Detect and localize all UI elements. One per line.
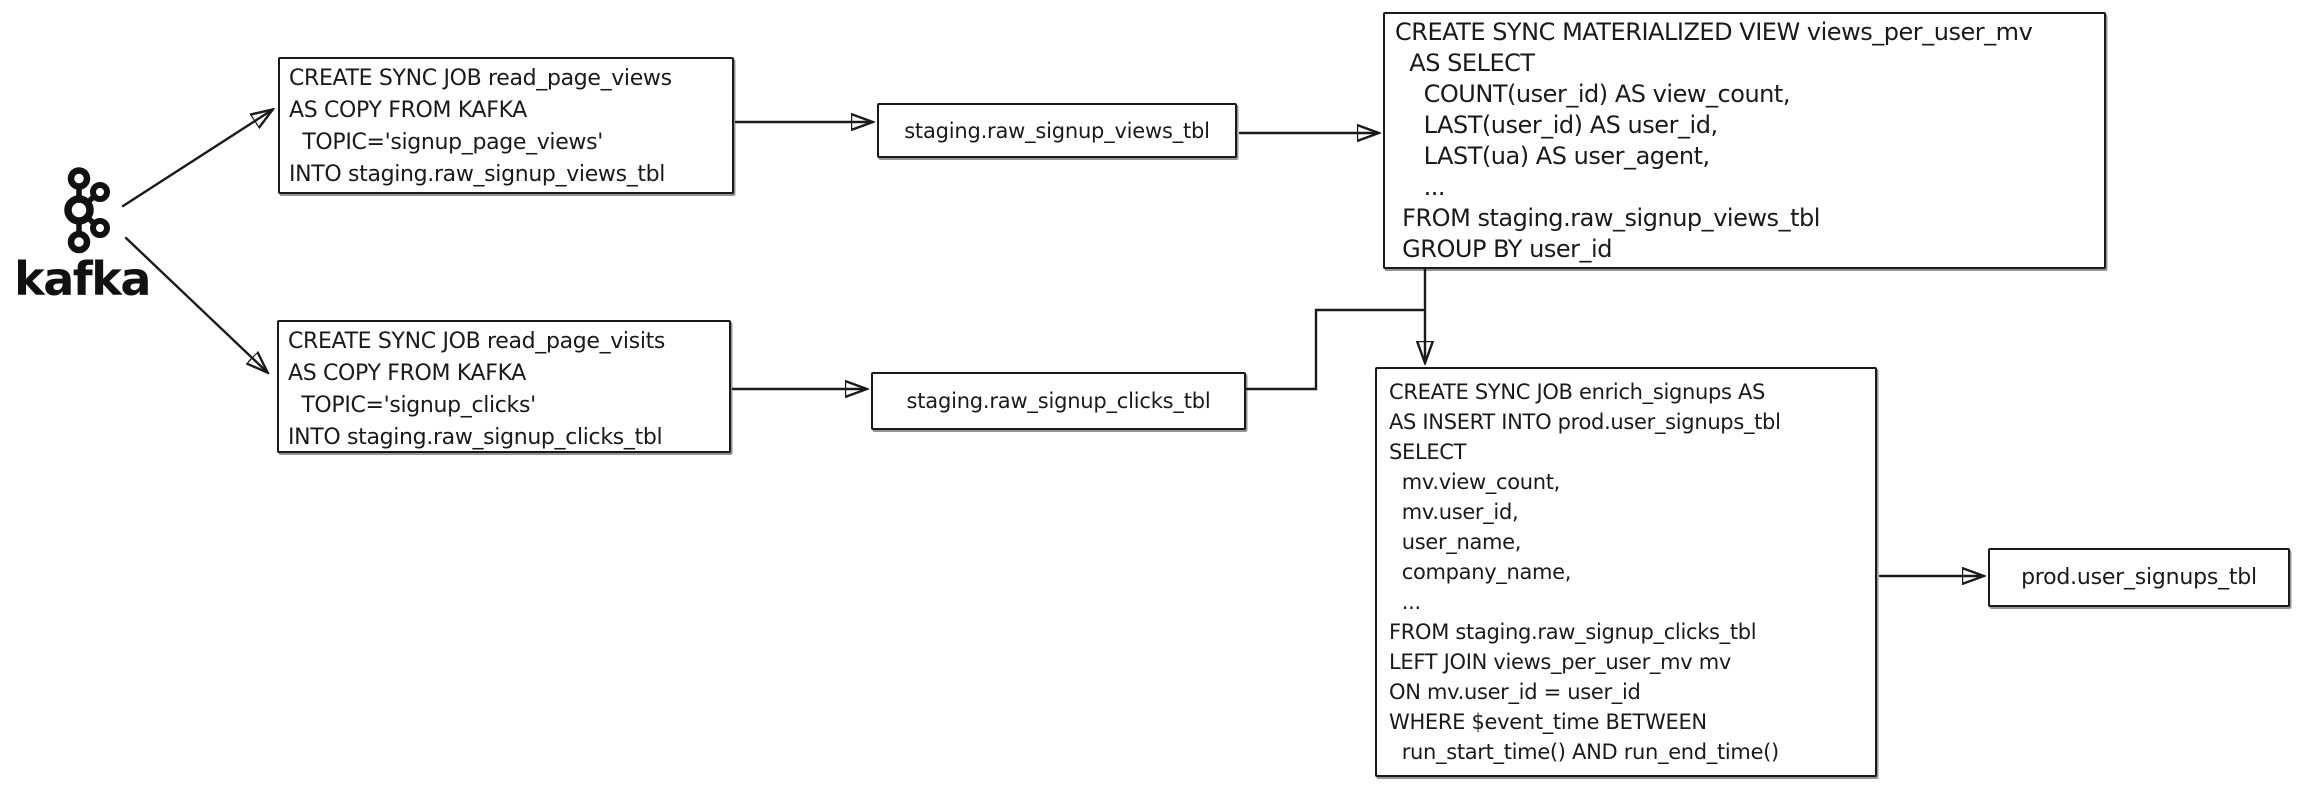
node-raw-signup-clicks-table: staging.raw_signup_clicks_tbl [871, 372, 1246, 430]
node-read-page-visits-job: CREATE SYNC JOB read_page_visits AS COPY… [277, 320, 731, 453]
node-raw-signup-views-table: staging.raw_signup_views_tbl [877, 103, 1237, 158]
node-enrich-signups-job: CREATE SYNC JOB enrich_signups AS AS INS… [1375, 367, 1877, 777]
kafka-logo-icon [64, 167, 110, 254]
node-views-per-user-materialized-view: CREATE SYNC MATERIALIZED VIEW views_per_… [1383, 12, 2106, 269]
node-read-page-views-job: CREATE SYNC JOB read_page_views AS COPY … [278, 57, 734, 194]
kafka-label: kafka [14, 252, 151, 306]
kafka-source: kafka [14, 166, 151, 306]
node-user-signups-table: prod.user_signups_tbl [1988, 548, 2290, 607]
